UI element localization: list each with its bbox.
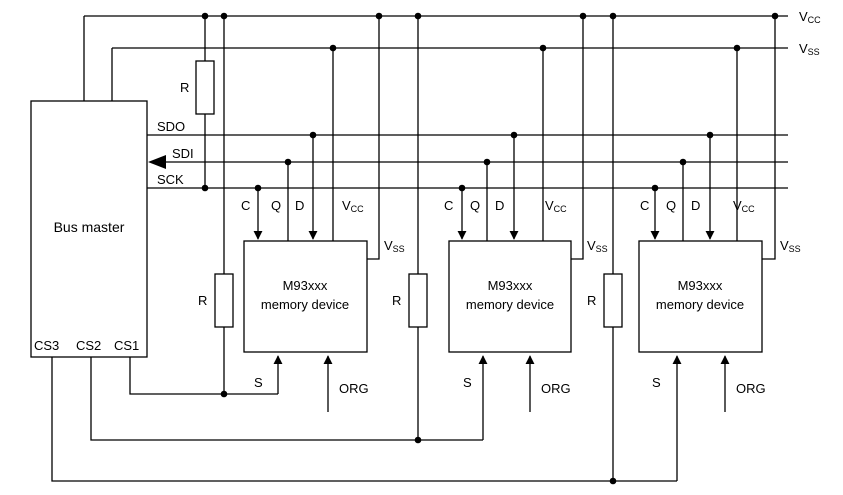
svg-text:D: D xyxy=(691,198,700,213)
svg-text:R: R xyxy=(180,80,189,95)
memory-device-2: R M93xxx memory device C Q D VCC VSS S O… xyxy=(392,12,608,444)
svg-text:SDO: SDO xyxy=(157,119,185,134)
cs3-wire xyxy=(51,357,677,482)
svg-text:Q: Q xyxy=(271,198,281,213)
svg-text:VSS: VSS xyxy=(384,238,405,254)
svg-text:memory device: memory device xyxy=(466,297,554,312)
svg-text:M93xxx: M93xxx xyxy=(283,278,328,293)
cs2-wire xyxy=(90,357,483,441)
svg-text:memory device: memory device xyxy=(656,297,744,312)
svg-text:D: D xyxy=(295,198,304,213)
sdi-line: SDI xyxy=(148,146,788,169)
svg-text:VCC: VCC xyxy=(545,198,567,214)
svg-text:VSS: VSS xyxy=(587,238,608,254)
svg-text:C: C xyxy=(241,198,250,213)
vcc-rail: VCC xyxy=(83,9,821,101)
cs1-label: CS1 xyxy=(114,338,139,353)
svg-text:S: S xyxy=(463,375,472,390)
memory-device-3: R M93xxx memory device C Q D VCC VSS S O… xyxy=(587,12,801,485)
cs1-wire xyxy=(129,357,278,395)
svg-text:M93xxx: M93xxx xyxy=(678,278,723,293)
sck-line: SCK xyxy=(147,172,788,189)
svg-text:VCC: VCC xyxy=(342,198,364,214)
sck-pullup-resistor: R xyxy=(180,12,215,192)
svg-text:VCC: VCC xyxy=(733,198,755,214)
svg-text:ORG: ORG xyxy=(541,381,571,396)
svg-text:ORG: ORG xyxy=(736,381,766,396)
svg-text:M93xxx: M93xxx xyxy=(488,278,533,293)
cs3-label: CS3 xyxy=(34,338,59,353)
svg-text:R: R xyxy=(587,293,596,308)
svg-text:Q: Q xyxy=(470,198,480,213)
cs2-label: CS2 xyxy=(76,338,101,353)
svg-text:C: C xyxy=(444,198,453,213)
svg-text:memory device: memory device xyxy=(261,297,349,312)
svg-text:S: S xyxy=(652,375,661,390)
svg-text:VSS: VSS xyxy=(780,238,801,254)
svg-text:Q: Q xyxy=(666,198,676,213)
svg-text:S: S xyxy=(254,375,263,390)
svg-text:VCC: VCC xyxy=(799,9,821,25)
svg-text:SDI: SDI xyxy=(172,146,194,161)
bus-master-block: Bus master CS3 CS2 CS1 xyxy=(30,100,148,358)
svg-text:R: R xyxy=(392,293,401,308)
svg-text:R: R xyxy=(198,293,207,308)
svg-text:D: D xyxy=(495,198,504,213)
vss-rail: VSS xyxy=(111,41,820,101)
memory-device-1: R M93xxx memory device C Q D VCC VSS S O… xyxy=(198,12,405,412)
bus-master-label: Bus master xyxy=(54,219,125,235)
svg-text:ORG: ORG xyxy=(339,381,369,396)
svg-text:C: C xyxy=(640,198,649,213)
svg-text:SCK: SCK xyxy=(157,172,184,187)
sdo-line: SDO xyxy=(147,119,788,136)
svg-text:VSS: VSS xyxy=(799,41,820,57)
